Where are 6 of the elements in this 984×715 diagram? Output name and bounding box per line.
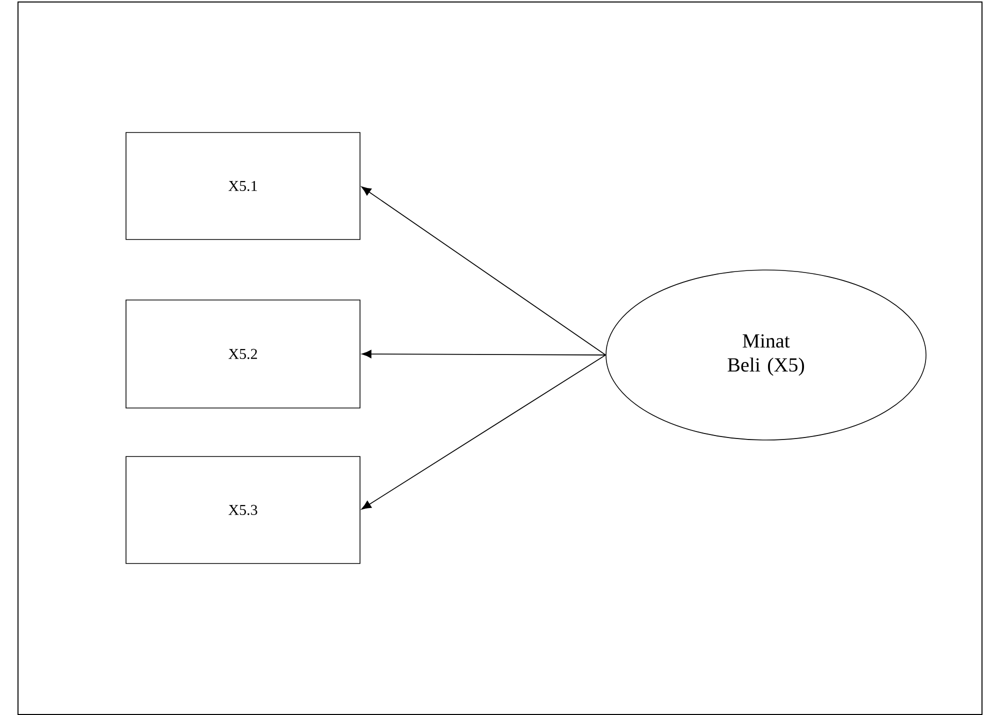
arrow [362,350,606,358]
indicator-box: X5.3 [126,456,360,564]
indicator-box: X5.1 [126,132,360,240]
arrow [361,354,606,510]
arrow [361,186,606,356]
indicator-box: X5.2 [126,300,360,408]
